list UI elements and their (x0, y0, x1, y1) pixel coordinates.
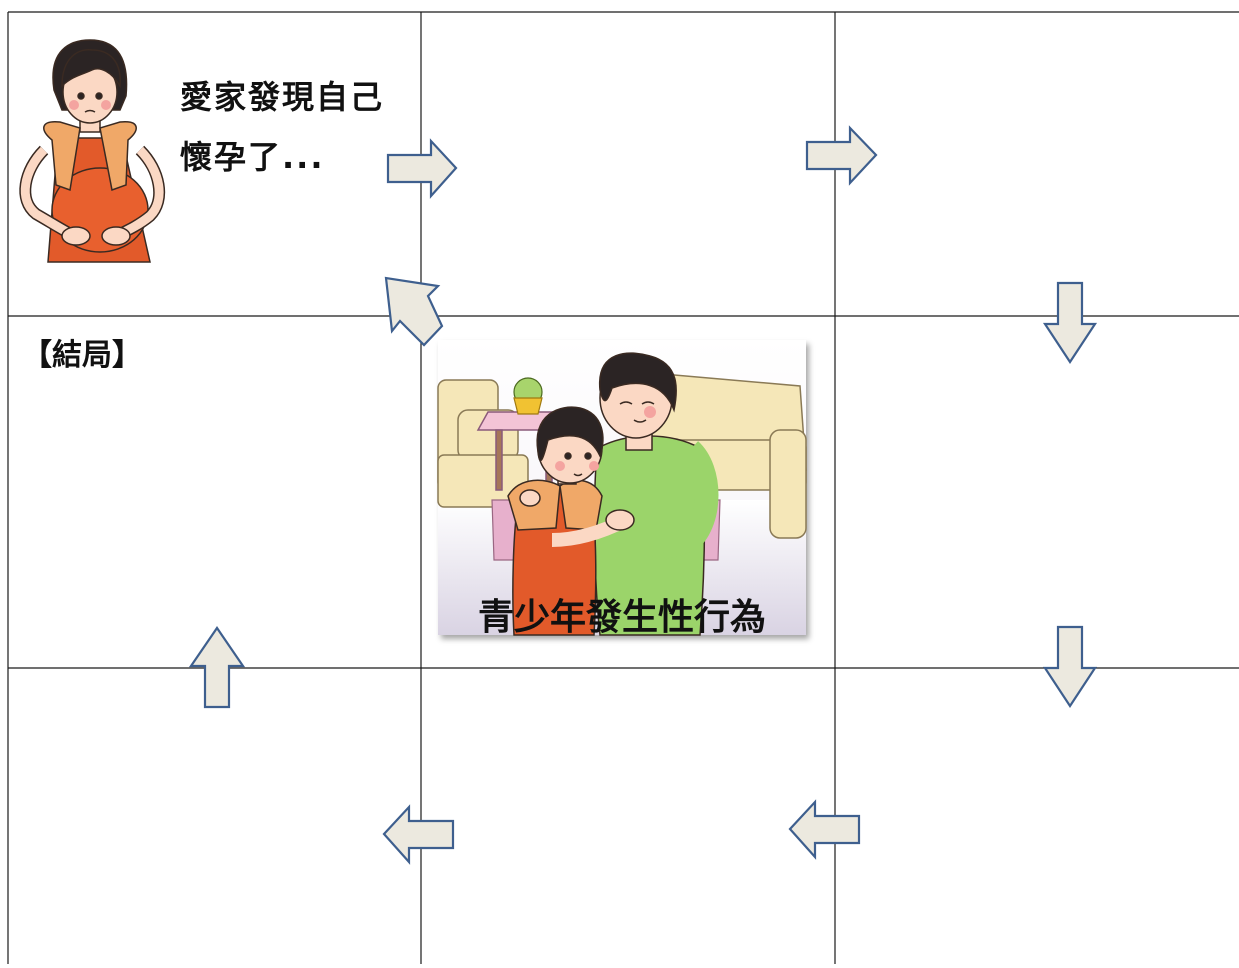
arrow-left-icon (788, 799, 861, 860)
girl-figure (507, 406, 635, 636)
arrow-right-icon (386, 138, 458, 199)
story-start-line-1: 愛家發現自己 (180, 78, 385, 116)
arrow-down-icon (1042, 625, 1098, 709)
teen-couple-illustration (437, 340, 807, 636)
flow-arrows (188, 125, 1098, 865)
plant (513, 377, 543, 415)
arrow-right-icon (805, 125, 878, 186)
arrow-up-icon (188, 626, 246, 709)
center-caption: 青少年發生性行為 (477, 597, 766, 638)
boy-figure (593, 352, 719, 636)
arrow-up-left-icon (384, 276, 444, 347)
armchair (437, 379, 529, 508)
pregnant-girl-illustration (19, 39, 166, 263)
arrow-left-icon (382, 804, 455, 865)
ending-label: 【結局】 (22, 338, 142, 373)
story-start-line-2: 懷孕了... (180, 138, 325, 176)
arrow-down-icon (1042, 281, 1098, 365)
